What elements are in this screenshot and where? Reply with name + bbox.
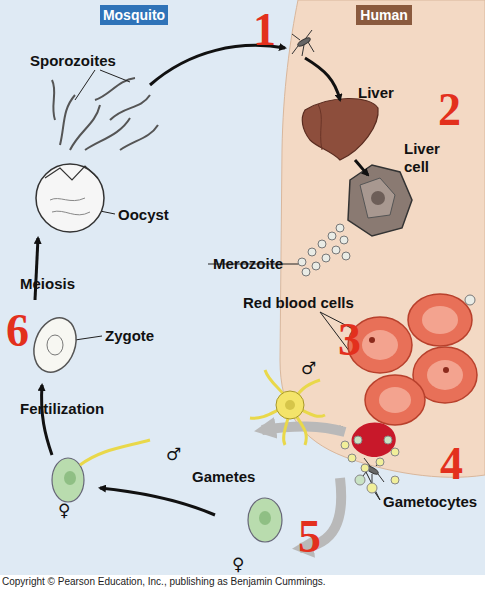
liver-drawing [302,98,378,160]
mosquito-background [0,0,485,575]
callout-number: 1 [253,6,276,54]
oocyst-drawing [36,164,104,232]
red-blood-cells-drawing [348,294,477,425]
human-header: Human [356,5,412,25]
stage-label: Sporozoites [30,52,116,70]
callout-number: 2 [438,86,461,134]
process-label: Meiosis [20,275,75,293]
stage-label: Zygote [105,327,154,345]
zygote-drawing [27,312,84,378]
callout-number: 6 [6,307,29,355]
mosquito-header: Mosquito [100,5,168,25]
sex-symbol: ♀ [58,500,70,520]
sex-symbol: ♂ [301,358,316,378]
organ-label: Liver [358,84,394,102]
cell-label: Red blood cells [243,294,354,312]
leader-lines [75,70,380,500]
merozoite-drawing [298,224,475,305]
cell-label: Liver cell [404,140,454,176]
callout-number: 5 [298,513,321,561]
callout-number: 3 [338,316,361,364]
male-gamete-drawing [250,370,325,445]
callout-number: 4 [440,440,463,488]
sex-symbol: ♀ [232,554,244,574]
header-text: Mosquito [103,7,165,23]
stage-label: Oocyst [118,206,169,224]
stage-label: Gametes [192,468,255,486]
copyright-note: Copyright © Pearson Education, Inc., pub… [2,576,326,588]
liver-cell-drawing [348,165,412,236]
stage-label: Merozoite [213,255,283,273]
female-gamete-drawing [52,440,282,542]
process-label: Fertilization [20,400,104,418]
sporozoites-drawing [52,78,158,150]
stage-label: Gametocytes [383,493,477,511]
sex-symbol: ♂ [166,444,181,464]
cycle-arrow [35,45,368,515]
header-text: Human [360,7,407,23]
human-body [280,0,485,477]
